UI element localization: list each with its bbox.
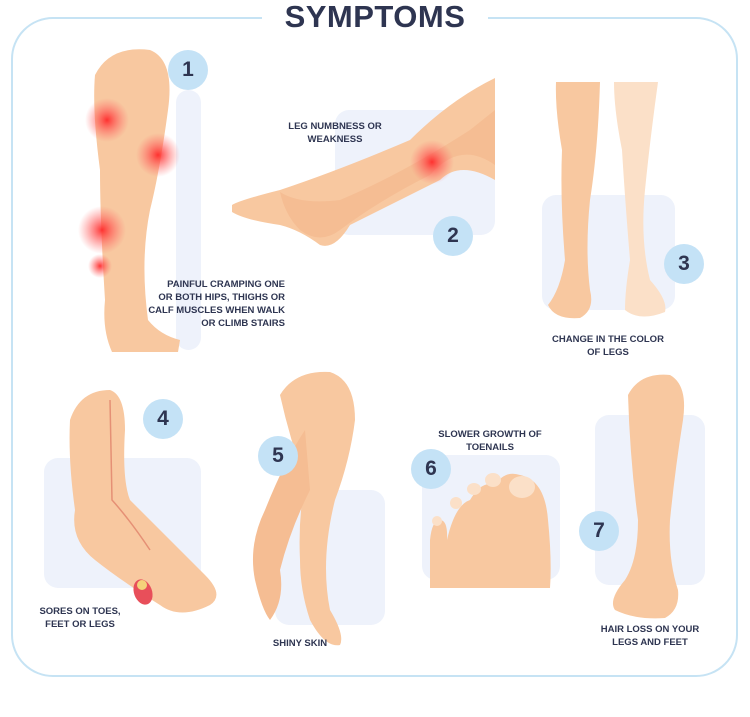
foot-illustration-4 (69, 390, 217, 613)
label-7: HAIR LOSS ON YOUR LEGS AND FEET (600, 624, 700, 648)
label-1: PAINFUL CRAMPING ONE OR BOTH HIPS, THIGH… (148, 279, 285, 329)
badge-3: 3 (664, 244, 704, 284)
panel-1 (176, 90, 201, 350)
label-5: SHINY SKIN (272, 638, 328, 649)
badge-6: 6 (411, 449, 451, 489)
badge-7: 7 (579, 511, 619, 551)
leg-illustration-3-normal (548, 82, 600, 319)
label-6: SLOWER GROWTH OF TOENAILS (438, 429, 542, 453)
pain-spot (410, 140, 454, 184)
badge-2: 2 (433, 216, 473, 256)
pain-spot (136, 133, 180, 177)
pain-spot (78, 206, 126, 254)
toes-illustration-6 (430, 473, 551, 588)
leg-illustration-3-pale (614, 82, 666, 317)
label-4: SORES ON TOES, FEET OR LEGS (39, 606, 121, 630)
badge-4: 4 (143, 399, 183, 439)
label-3: CHANGE IN THE COLOR OF LEGS (552, 334, 664, 358)
leg-illustration-7 (612, 374, 685, 619)
page-title: SYMPTOMS (284, 0, 466, 34)
badge-1: 1 (168, 50, 208, 90)
title-background (262, 0, 488, 34)
pain-spot (85, 98, 129, 142)
badge-5: 5 (258, 436, 298, 476)
pain-spot (88, 254, 112, 278)
label-2: LEG NUMBNESS OR WEAKNESS (288, 121, 382, 145)
